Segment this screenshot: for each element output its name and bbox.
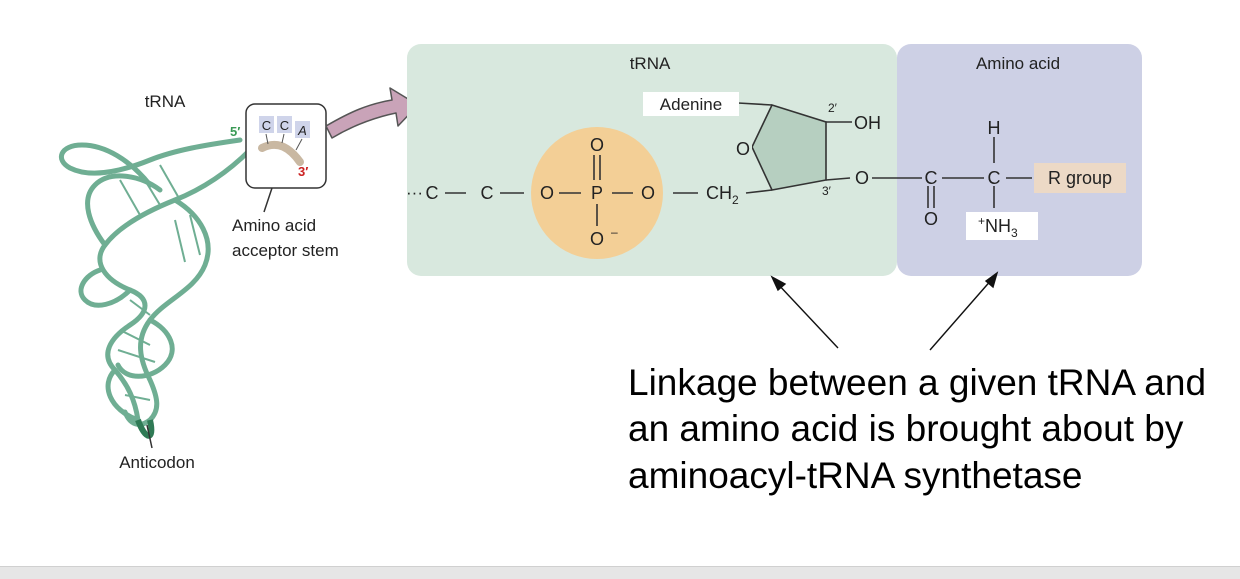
backbone-carbon-1: C: [426, 183, 439, 203]
callout-arrow-amino: [929, 277, 994, 351]
carbonyl-carbon: C: [925, 168, 938, 188]
ester-oxygen-bond: [825, 177, 851, 181]
callout-arrowhead-amino: [984, 271, 999, 289]
callout-arrow-trna: [775, 281, 839, 349]
cca-bases: C C A: [259, 116, 310, 151]
ribose-ring: [751, 104, 827, 191]
amino-panel-title: Amino acid: [976, 54, 1060, 73]
trna-base-pairs: [117, 164, 201, 401]
amino-panel-background: [897, 44, 1142, 276]
cca-base-2: C: [280, 118, 289, 133]
anticodon-leader: [146, 424, 153, 449]
adenine-bond: [737, 102, 773, 106]
amino-group: +NH3: [978, 214, 1018, 240]
trna-panel-title: tRNA: [630, 54, 671, 73]
magnify-arrow: [325, 87, 419, 139]
phosphate-oxygen-top: O: [590, 135, 604, 155]
alpha-carbon: C: [988, 168, 1001, 188]
methylene-group: CH2: [706, 183, 739, 207]
acceptor-leader: [263, 187, 273, 213]
phosphate-negative-charge: –: [611, 225, 618, 239]
cca-base-3: A: [297, 123, 307, 138]
trna-model-title: tRNA: [145, 92, 186, 111]
r-group-box: [1034, 163, 1126, 193]
adenine-label: Adenine: [660, 95, 722, 114]
cca-base-1: C: [262, 118, 271, 133]
acceptor-stem-segment: [258, 140, 304, 166]
hydroxyl-2prime: OH: [854, 113, 881, 133]
adenine-box: [643, 92, 739, 116]
anticodon-label: Anticodon: [119, 453, 195, 472]
amino-group-box: [966, 212, 1038, 240]
bottom-bar: [0, 566, 1240, 579]
phosphorus-atom: P: [591, 183, 603, 203]
callout-arrows: [770, 271, 999, 351]
carbonyl-oxygen: O: [924, 209, 938, 229]
ring-oxygen: O: [736, 139, 750, 159]
backbone-bonds: [445, 155, 773, 226]
explanation-caption: Linkage between a given tRNA and an amin…: [628, 362, 1207, 496]
trna-chemical-panel: tRNA ··· C C O P O O O – CH2 O Adenine: [406, 44, 897, 276]
alpha-hydrogen: H: [988, 118, 1001, 138]
phosphate-oxygen-bottom: O: [590, 229, 604, 249]
three-prime-position: 3′: [822, 184, 832, 198]
callout-arrowhead-trna: [770, 275, 787, 292]
phosphate-circle: [531, 127, 663, 259]
acceptor-label-line2: acceptor stem: [232, 241, 339, 260]
amino-bonds: [896, 137, 1032, 208]
five-prime-label: 5′: [230, 124, 240, 139]
two-prime-position: 2′: [828, 101, 838, 115]
amino-acid-panel: Amino acid C O C H R group +NH3: [896, 44, 1142, 276]
trna-backbone: [58, 137, 253, 427]
acceptor-label-line1: Amino acid: [232, 216, 316, 235]
trna-aminoacyl-diagram: tRNA Anticodon 5′: [58, 44, 1142, 472]
phosphate-oxygen-right: O: [641, 183, 655, 203]
ester-oxygen: O: [855, 168, 869, 188]
trna-helix-model: tRNA Anticodon 5′: [58, 87, 419, 472]
r-group-label: R group: [1048, 168, 1112, 188]
chain-continuation-dots: ···: [406, 183, 423, 202]
phosphate-oxygen-left: O: [540, 183, 554, 203]
ring-oxygen-bg: [734, 138, 752, 158]
three-prime-label: 3′: [298, 164, 308, 179]
backbone-carbon-2: C: [481, 183, 494, 203]
anticodon-loop: [135, 418, 155, 439]
